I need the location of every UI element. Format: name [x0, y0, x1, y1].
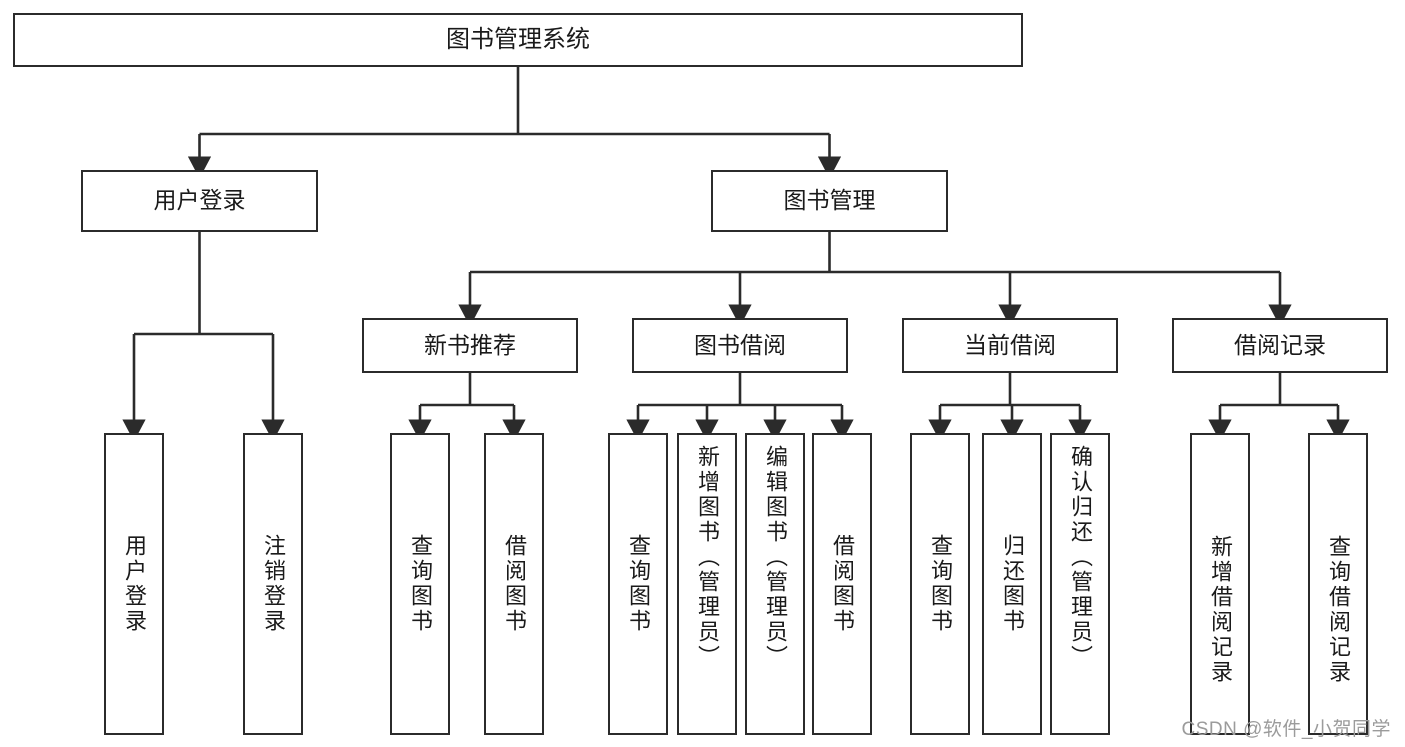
node-label: 确认归还（管理员）: [1068, 445, 1093, 670]
node-leaf-cur-1[interactable]: 查询图书: [910, 433, 970, 735]
node-bookmgmt[interactable]: 图书管理: [711, 170, 948, 232]
node-leaf-new-1[interactable]: 查询图书: [390, 433, 450, 735]
node-borrow[interactable]: 图书借阅: [632, 318, 848, 373]
node-leaf-cur-3[interactable]: 确认归还（管理员）: [1050, 433, 1110, 735]
node-label: 图书管理: [783, 187, 876, 214]
node-leaf-borrow-4[interactable]: 借阅图书: [812, 433, 872, 735]
node-leaf-login-2[interactable]: 注销登录: [243, 433, 303, 735]
node-label: 借阅记录: [1234, 331, 1326, 358]
node-label: 编辑图书（管理员）: [763, 445, 788, 670]
node-label: 图书管理系统: [446, 25, 590, 53]
node-label: 新书推荐: [424, 331, 516, 358]
node-label: 图书借阅: [694, 331, 786, 358]
node-label: 新增借阅记录: [1208, 535, 1233, 685]
node-label: 注销登录: [261, 534, 286, 634]
node-leaf-borrow-2[interactable]: 新增图书（管理员）: [677, 433, 737, 735]
node-newbook[interactable]: 新书推荐: [362, 318, 578, 373]
node-label: 查询图书: [626, 534, 651, 634]
node-root[interactable]: 图书管理系统: [13, 13, 1023, 67]
node-leaf-cur-2[interactable]: 归还图书: [982, 433, 1042, 735]
node-label: 用户登录: [122, 534, 147, 634]
node-label: 查询图书: [408, 534, 433, 634]
node-label: 新增图书（管理员）: [695, 445, 720, 670]
node-leaf-borrow-3[interactable]: 编辑图书（管理员）: [745, 433, 805, 735]
node-label: 用户登录: [153, 187, 246, 214]
node-leaf-login-1[interactable]: 用户登录: [104, 433, 164, 735]
node-label: 查询图书: [928, 534, 953, 634]
node-label: 归还图书: [1000, 534, 1025, 634]
watermark-text: CSDN @软件_小贺同学: [1181, 719, 1391, 740]
node-login[interactable]: 用户登录: [81, 170, 318, 232]
node-label: 借阅图书: [502, 534, 527, 634]
node-label: 借阅图书: [830, 534, 855, 634]
node-current[interactable]: 当前借阅: [902, 318, 1118, 373]
node-label: 查询借阅记录: [1326, 535, 1351, 685]
node-leaf-new-2[interactable]: 借阅图书: [484, 433, 544, 735]
node-records[interactable]: 借阅记录: [1172, 318, 1388, 373]
node-leaf-rec-2[interactable]: 查询借阅记录: [1308, 433, 1368, 735]
node-leaf-rec-1[interactable]: 新增借阅记录: [1190, 433, 1250, 735]
node-label: 当前借阅: [964, 331, 1056, 358]
node-leaf-borrow-1[interactable]: 查询图书: [608, 433, 668, 735]
